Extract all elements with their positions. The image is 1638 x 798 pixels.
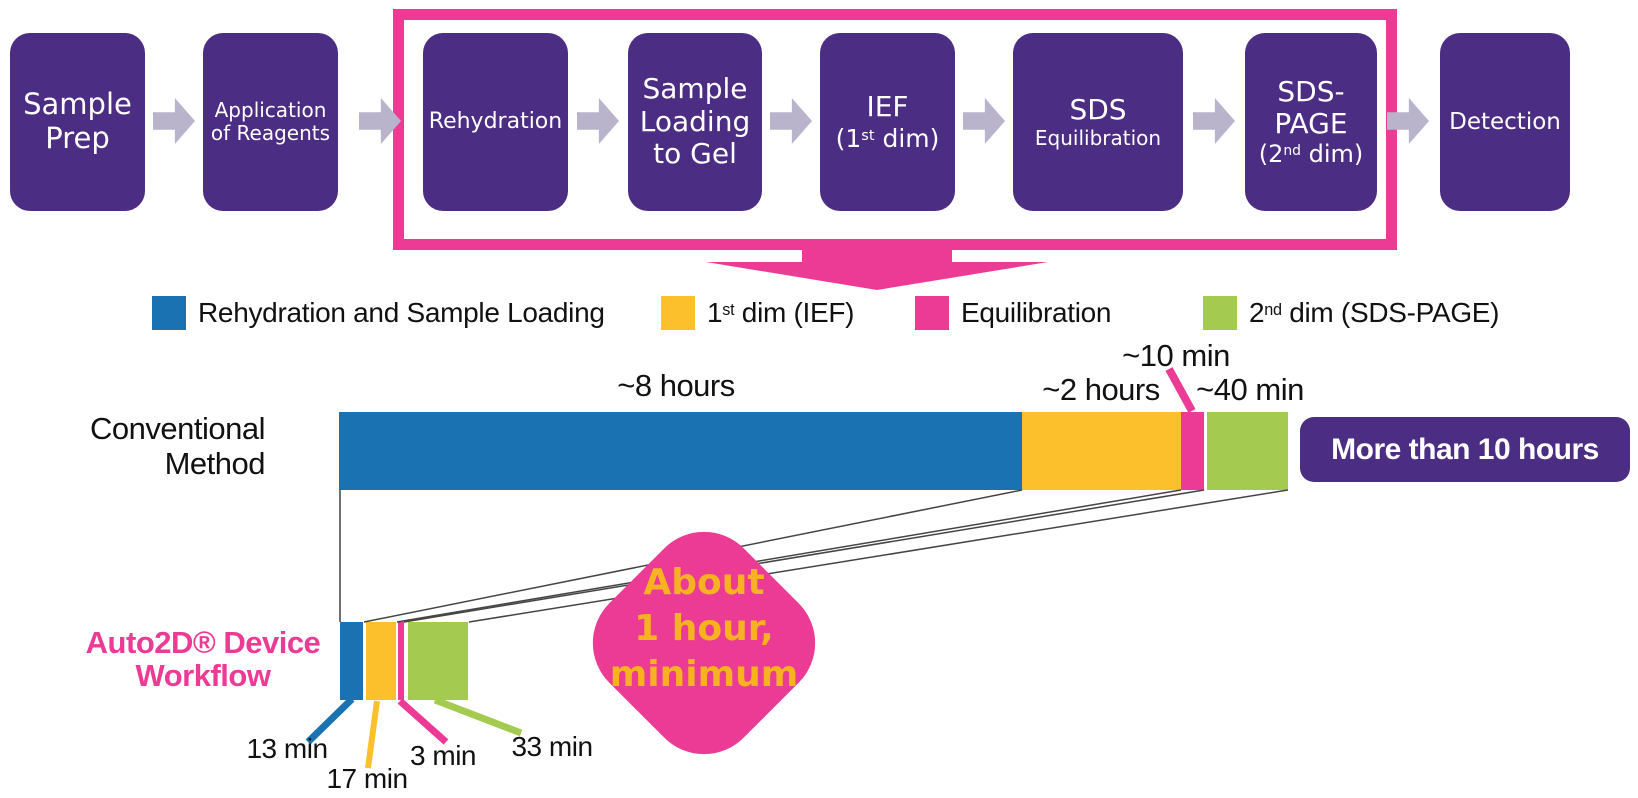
step-label: Prep	[45, 121, 110, 155]
conventional-bar-segment-rehydration	[339, 412, 1022, 490]
duration-label-yellow: 17 min	[326, 763, 408, 794]
flow-step-rehydration: Rehydration	[423, 33, 568, 211]
down-arrow-icon	[706, 245, 1048, 290]
flow-step-sds-equilibration: SDS Equilibration	[1013, 33, 1183, 211]
legend-swatch-yellow	[661, 296, 695, 330]
conventional-bar-segment-equilibration	[1181, 412, 1204, 490]
conventional-bar-segment-ief	[1022, 412, 1181, 490]
auto2d-bar-segment-ief	[366, 622, 396, 700]
legend-label: Rehydration and Sample Loading	[198, 297, 605, 328]
step-label: Rehydration	[428, 109, 563, 135]
time-label-green: ~40 min	[1196, 372, 1304, 407]
step-label: PAGE	[1274, 107, 1348, 141]
step-sublabel: (2nd dim)	[1258, 139, 1364, 168]
step-label: Application	[214, 97, 327, 122]
conventional-method-label: Conventional Method	[90, 411, 265, 481]
legend-item-equilibration: Equilibration	[915, 296, 1112, 330]
legend-item-rehydration: Rehydration and Sample Loading	[152, 296, 605, 330]
time-label-pink: ~10 min	[1122, 338, 1230, 373]
step-label: of Reagents	[210, 121, 331, 145]
legend-label: Equilibration	[961, 297, 1112, 328]
auto2d-workflow-label: Auto2D® Device Workflow	[85, 625, 321, 693]
auto2d-bar-segment-sds-page	[408, 622, 468, 700]
step-label: Detection	[1449, 108, 1561, 135]
auto2d-bar-segment-rehydration	[340, 622, 363, 700]
step-label: IEF	[866, 90, 909, 124]
flow-step-sample-loading: Sample Loading to Gel	[628, 33, 762, 211]
step-sublabel: Equilibration	[1034, 125, 1162, 150]
step-sublabel: (1st dim)	[835, 123, 940, 153]
legend-swatch-pink	[915, 296, 949, 330]
legend-item-first-dim: 1st dim (IEF)	[661, 296, 855, 330]
flow-step-ief: IEF (1st dim)	[820, 33, 955, 211]
step-label: Sample	[642, 72, 748, 106]
duration-label-green: 33 min	[511, 731, 593, 762]
leader-line-pink	[397, 698, 449, 745]
leader-line-yellow	[365, 700, 380, 769]
auto2d-bar-segment-equilibration	[398, 622, 404, 700]
flow-step-sample-prep: Sample Prep	[10, 33, 145, 211]
step-label: Loading	[639, 104, 751, 138]
step-label: SDS	[1069, 93, 1127, 127]
leader-line-green	[433, 696, 523, 737]
step-label: Sample	[23, 87, 132, 122]
flow-step-sds-page: SDS- PAGE (2nd dim)	[1245, 33, 1377, 211]
time-label-blue: ~8 hours	[617, 368, 735, 403]
legend-label: 1st dim (IEF)	[707, 297, 855, 328]
step-label: SDS-	[1277, 74, 1345, 108]
legend-label: 2nd dim (SDS-PAGE)	[1249, 297, 1500, 328]
step-label: to Gel	[653, 137, 737, 171]
time-label-yellow: ~2 hours	[1042, 372, 1160, 407]
flow-arrow-icon	[153, 98, 195, 144]
total-time-badge: More than 10 hours	[1300, 417, 1630, 482]
duration-label-blue: 13 min	[246, 733, 328, 764]
legend-swatch-blue	[152, 296, 186, 330]
leader-line-equilibration	[1165, 367, 1196, 413]
callout-text: About 1 hour, minimum	[609, 562, 799, 695]
flow-step-application-of-reagents: Application of Reagents	[203, 33, 338, 211]
legend-item-second-dim: 2nd dim (SDS-PAGE)	[1203, 296, 1500, 330]
flow-step-detection: Detection	[1440, 33, 1570, 211]
duration-label-pink: 3 min	[410, 740, 476, 771]
conventional-bar-segment-sds-page	[1207, 412, 1288, 490]
legend-swatch-green	[1203, 296, 1237, 330]
